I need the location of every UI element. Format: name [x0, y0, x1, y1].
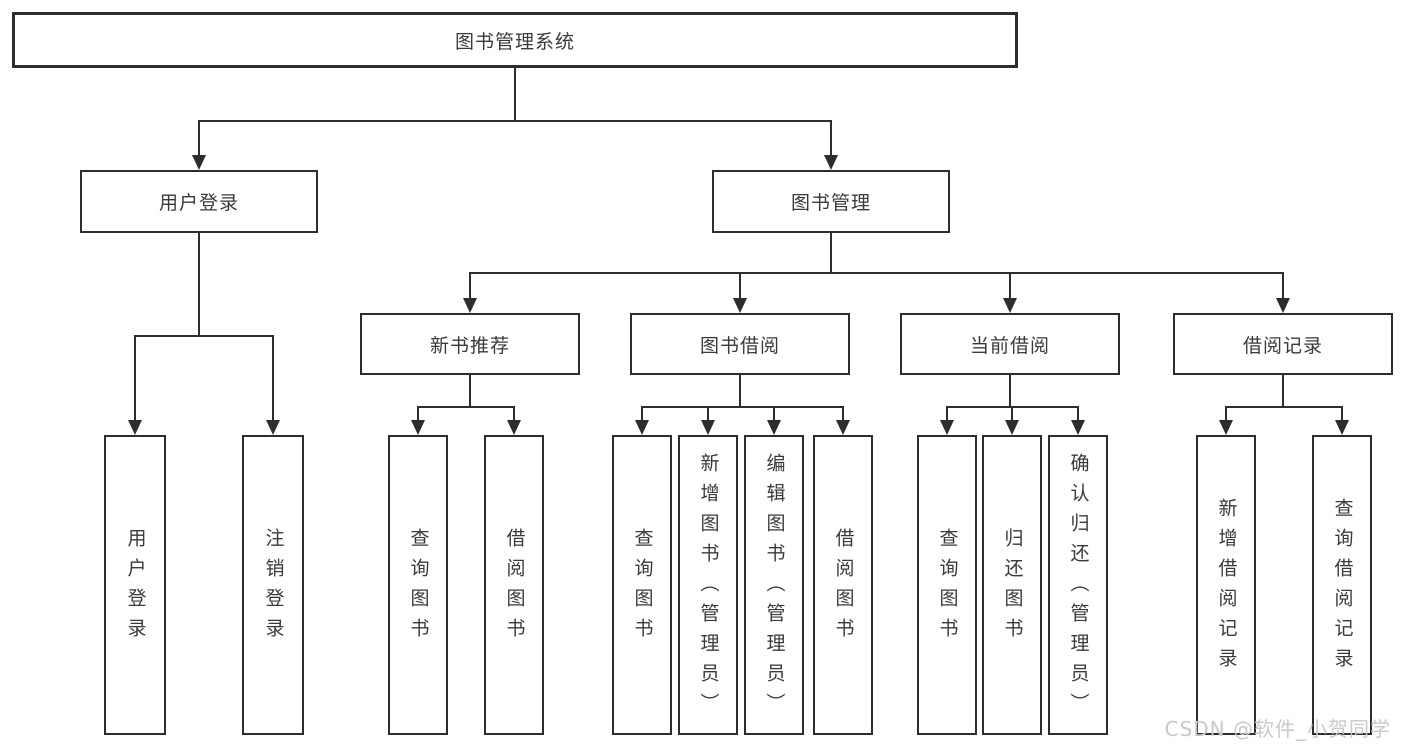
connector-line [134, 335, 136, 422]
connector-line [707, 406, 709, 423]
leaf-edit-books-admin: 编辑图书（管理员） [744, 435, 804, 735]
connector-arrowhead [1005, 420, 1019, 435]
node-library-system: 图书管理系统 [12, 12, 1018, 68]
leaf-confirm-return-admin: 确认归还（管理员） [1048, 435, 1108, 735]
connector-arrowhead [940, 420, 954, 435]
connector-arrowhead [733, 298, 747, 313]
connector-line [514, 68, 516, 122]
connector-line [1009, 375, 1011, 408]
connector-line [469, 272, 471, 300]
connector-line [830, 120, 832, 157]
connector-line [198, 120, 832, 122]
leaf-logout-login: 注销登录 [242, 435, 304, 735]
node-book-management: 图书管理 [712, 170, 950, 233]
connector-arrowhead [411, 420, 425, 435]
connector-line [1009, 272, 1011, 300]
connector-line [198, 120, 200, 157]
connector-arrowhead [1003, 298, 1017, 313]
leaf-query-books-current: 查询图书 [917, 435, 977, 735]
node-borrowing-records: 借阅记录 [1173, 313, 1393, 375]
connector-arrowhead [507, 420, 521, 435]
connector-arrowhead [1219, 420, 1233, 435]
connector-line [739, 375, 741, 408]
connector-line [272, 335, 274, 422]
leaf-add-books-admin: 新增图书（管理员） [678, 435, 738, 735]
connector-line [469, 272, 1284, 274]
connector-line [641, 406, 844, 408]
connector-line [1225, 406, 1343, 408]
connector-line [469, 375, 471, 408]
connector-arrowhead [836, 420, 850, 435]
leaf-borrow-books-borrowing: 借阅图书 [813, 435, 873, 735]
connector-line [417, 406, 419, 423]
connector-line [641, 406, 643, 423]
connector-line [134, 335, 274, 337]
connector-line [946, 406, 948, 423]
node-current-borrowing: 当前借阅 [900, 313, 1120, 375]
connector-arrowhead [192, 155, 206, 170]
connector-arrowhead [1335, 420, 1349, 435]
connector-line [1011, 406, 1013, 423]
connector-line [773, 406, 775, 423]
leaf-return-books: 归还图书 [982, 435, 1042, 735]
connector-arrowhead [128, 420, 142, 435]
leaf-query-books-recommend: 查询图书 [388, 435, 448, 735]
watermark: CSDN @软件_小贺同学 [1164, 717, 1391, 741]
connector-arrowhead [701, 420, 715, 435]
connector-line [417, 406, 515, 408]
connector-arrowhead [266, 420, 280, 435]
leaf-query-borrow-record: 查询借阅记录 [1312, 435, 1372, 735]
leaf-user-login: 用户登录 [104, 435, 166, 735]
connector-line [1282, 272, 1284, 300]
connector-line [198, 233, 200, 337]
node-new-book-recommendation: 新书推荐 [360, 313, 580, 375]
connector-arrowhead [767, 420, 781, 435]
connector-line [1341, 406, 1343, 423]
connector-line [842, 406, 844, 423]
leaf-query-books-borrowing: 查询图书 [612, 435, 672, 735]
connector-arrowhead [1071, 420, 1085, 435]
leaf-borrow-books-recommend: 借阅图书 [484, 435, 544, 735]
connector-line [830, 233, 832, 274]
connector-line [1225, 406, 1227, 423]
connector-arrowhead [1276, 298, 1290, 313]
connector-arrowhead [824, 155, 838, 170]
connector-line [513, 406, 515, 423]
connector-line [739, 272, 741, 300]
node-user-login: 用户登录 [80, 170, 318, 233]
leaf-add-borrow-record: 新增借阅记录 [1196, 435, 1256, 735]
connector-line [1077, 406, 1079, 423]
node-book-borrowing: 图书借阅 [630, 313, 850, 375]
connector-line [1282, 375, 1284, 408]
connector-arrowhead [463, 298, 477, 313]
connector-arrowhead [635, 420, 649, 435]
